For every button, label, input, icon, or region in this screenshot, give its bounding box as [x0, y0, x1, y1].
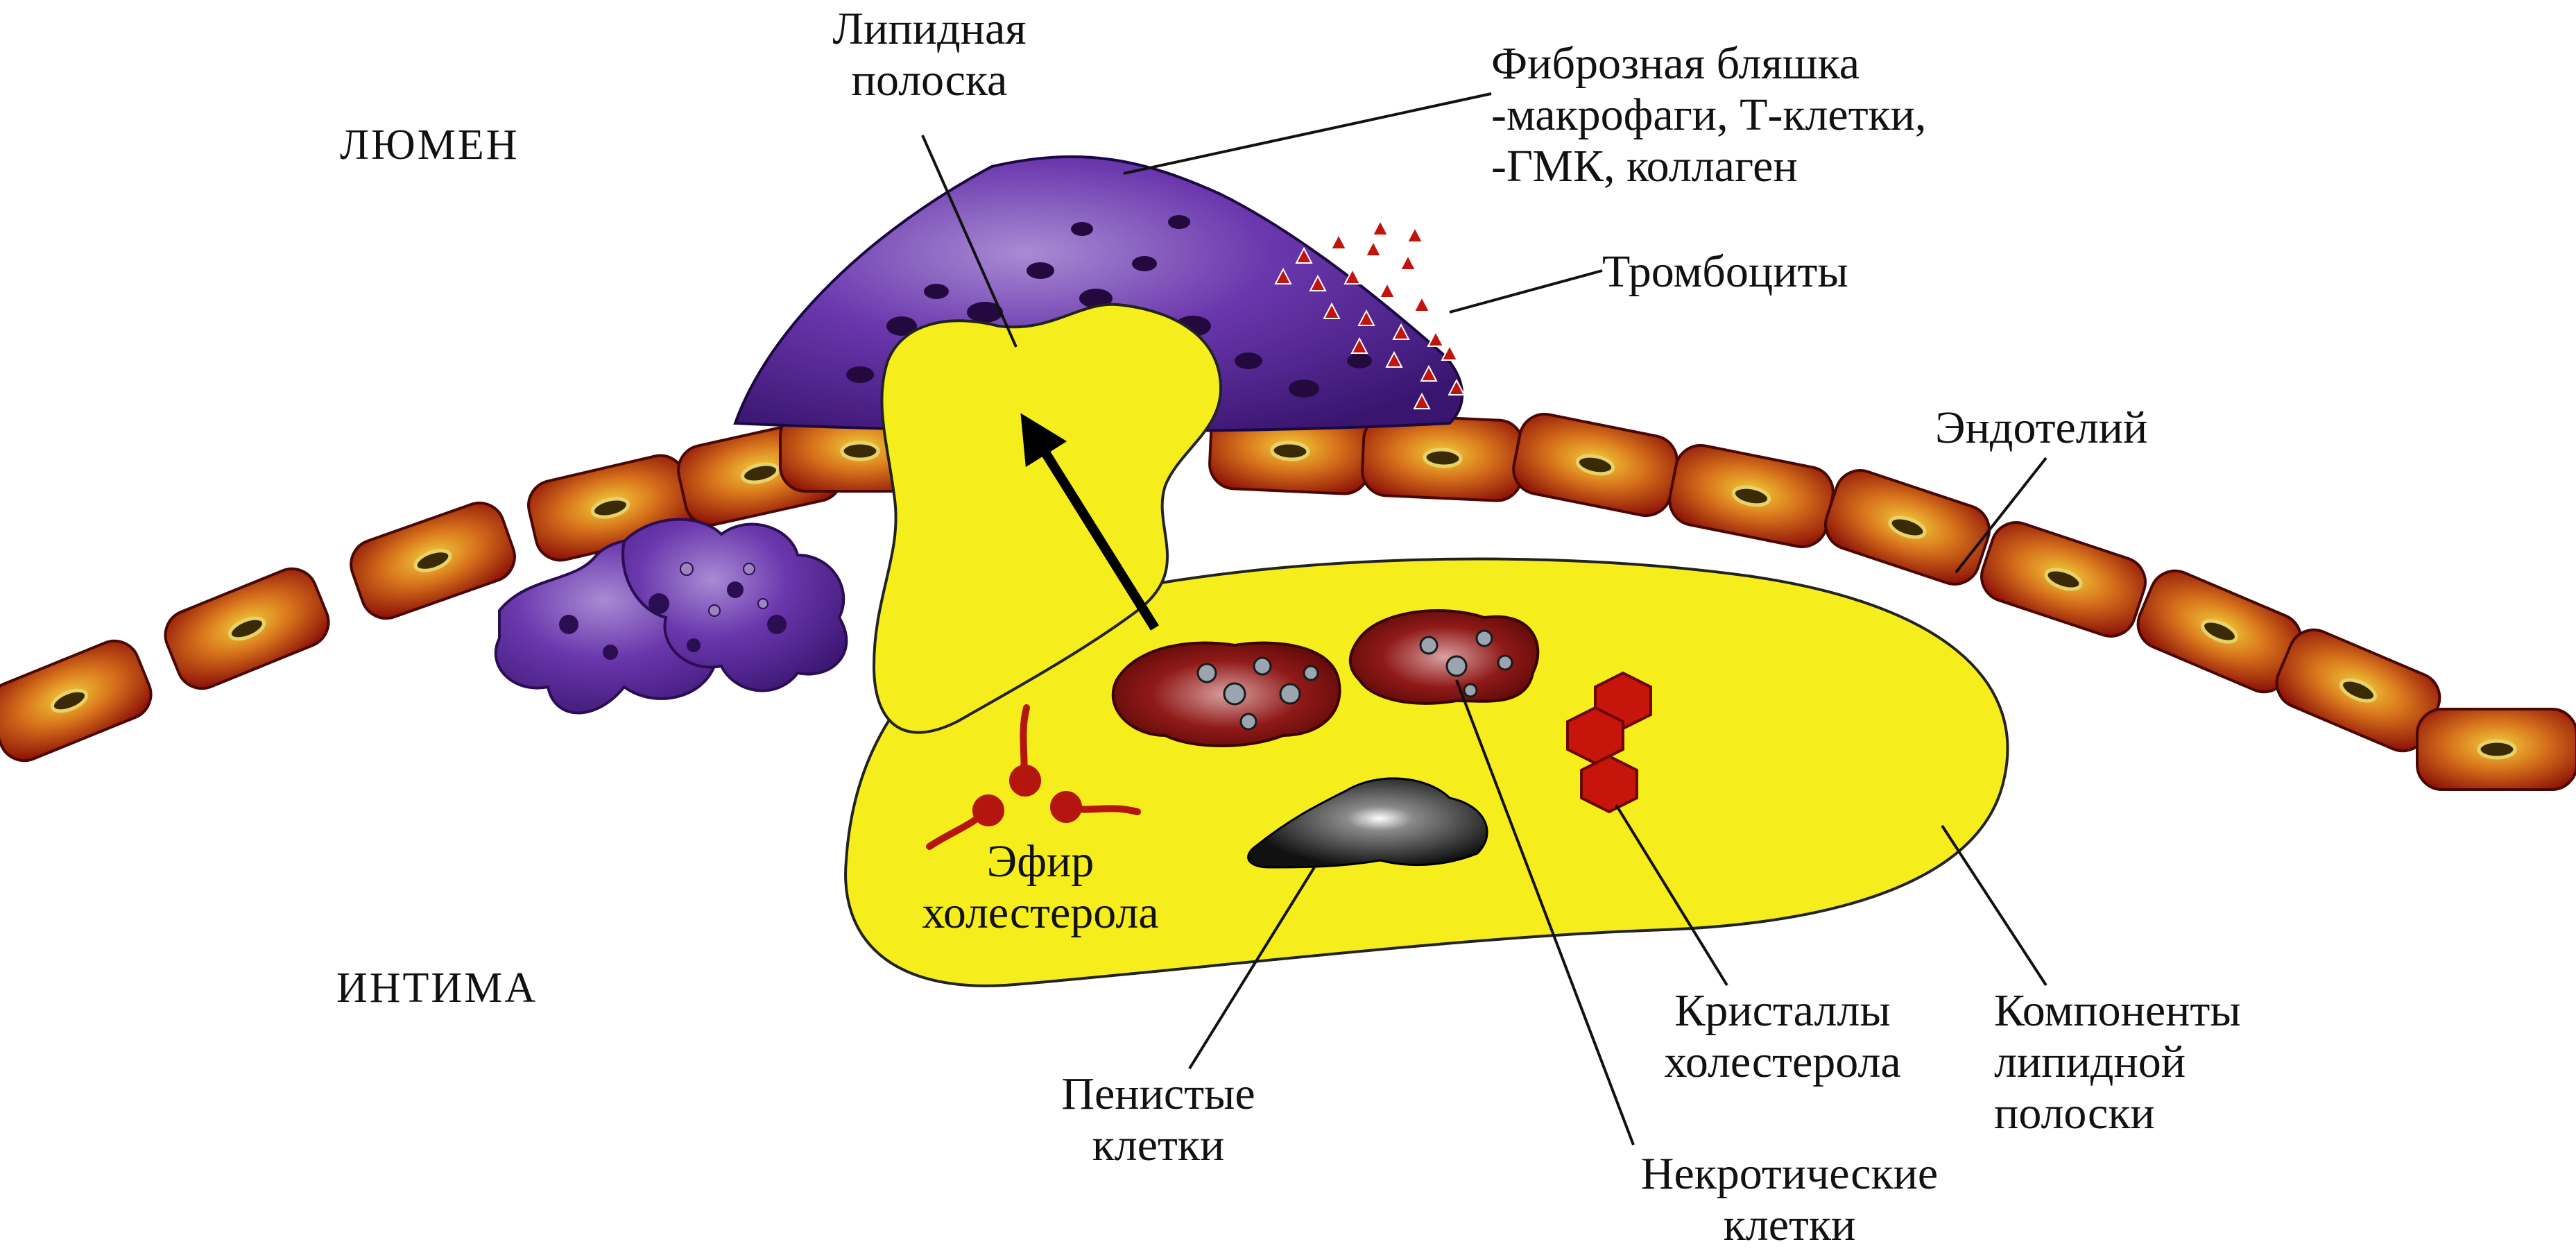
necrotic-cells-label: Некротические клетки — [1640, 1148, 1939, 1250]
platelet — [1357, 309, 1375, 326]
endothelium-label: Эндотелий — [1935, 402, 2148, 453]
endothelial-cell — [1824, 469, 1991, 586]
cell-nucleus — [1731, 485, 1771, 507]
cholesterol-ester-label: Эфир холестерола — [922, 836, 1159, 938]
intima-label: ИНТИМА — [336, 964, 538, 1012]
macrophage-vacuoles-light — [680, 562, 768, 617]
cholesterol-crystals — [1566, 671, 1652, 814]
cell-nucleus — [2201, 619, 2238, 644]
platelet — [1399, 253, 1417, 271]
endothelial-cell — [1668, 443, 1835, 549]
platelet — [1413, 295, 1431, 312]
cell-nucleus — [740, 462, 780, 484]
migrating-macrophage-2 — [621, 518, 848, 692]
leader-lines — [921, 92, 2047, 1146]
cell-nucleus — [2477, 739, 2517, 760]
platelet — [1392, 323, 1410, 340]
cell-nucleus — [1888, 516, 1927, 539]
progression-arrow — [1020, 413, 1159, 631]
platelet — [1378, 281, 1396, 298]
macrophage-lipid-droplets — [1196, 629, 1513, 731]
endothelial-cell — [1980, 521, 2147, 638]
platelets-cluster — [1274, 219, 1466, 409]
platelet — [1274, 267, 1292, 284]
cholesterol-ester-molecules — [926, 704, 1141, 850]
cell-nucleus — [1423, 448, 1463, 468]
platelet — [1448, 378, 1466, 395]
platelet — [1441, 343, 1459, 361]
endothelial-cell — [1512, 412, 1678, 518]
lumen-label: ЛЮМЕН — [340, 121, 520, 169]
plaque-inclusions — [846, 215, 1372, 398]
cholesterol-crystals-label: Кристаллы холестерола — [1664, 985, 1901, 1087]
platelet — [1413, 392, 1431, 409]
platelet — [1406, 225, 1424, 243]
cell-nucleus — [227, 616, 266, 641]
cell-nucleus — [2044, 568, 2083, 591]
platelet — [1420, 364, 1438, 382]
endothelial-cell — [164, 567, 330, 690]
endothelium-right — [1208, 407, 2576, 791]
cell-nucleus — [1270, 441, 1310, 461]
platelet — [1343, 267, 1362, 284]
foam-cell — [1247, 777, 1488, 869]
lipid-strip-blob — [872, 303, 1223, 734]
cell-nucleus — [50, 688, 89, 713]
cell-nucleus — [2339, 678, 2377, 703]
endothelial-cell — [0, 639, 153, 763]
platelets-label: Тромбоциты — [1602, 246, 1848, 297]
macrophage-vacuoles — [559, 581, 787, 660]
lipid-strip-components-label: Компоненты липидной полоски — [1994, 985, 2241, 1139]
platelet — [1385, 350, 1403, 368]
platelet — [1364, 239, 1382, 257]
platelet — [1350, 337, 1368, 354]
platelet — [1427, 330, 1445, 347]
platelet — [1330, 232, 1348, 250]
endothelial-cell — [350, 501, 516, 620]
foam-cells-label: Пенистые клетки — [1061, 1069, 1255, 1171]
lipid-strip-label: Липидная полоска — [832, 3, 1027, 105]
endothelial-cell — [1361, 414, 1525, 502]
endothelial-cell — [2416, 708, 2576, 791]
platelet — [1295, 246, 1313, 264]
platelet — [1309, 274, 1327, 291]
platelet — [1323, 302, 1341, 319]
cell-nucleus — [1575, 454, 1615, 476]
cell-nucleus — [413, 549, 452, 572]
cell-nucleus — [840, 441, 880, 461]
cell-nucleus — [591, 497, 630, 519]
platelet — [1371, 219, 1389, 236]
fibrous-plaque-label: Фиброзная бляшка -макрофаги, Т-клетки, -… — [1491, 38, 1927, 192]
